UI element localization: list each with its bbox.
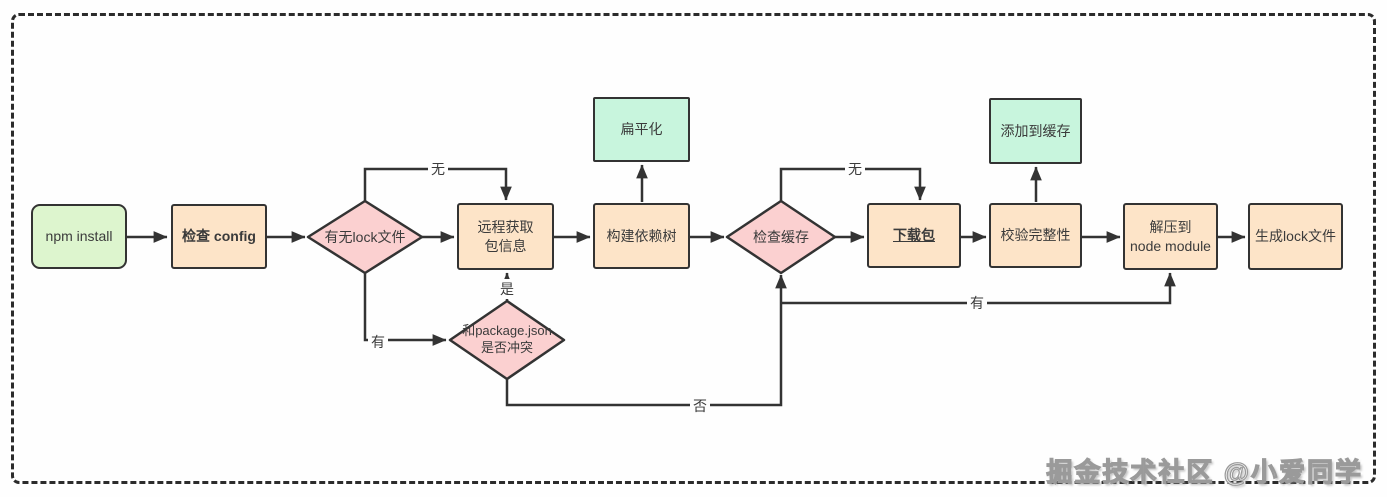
node-flatten: 扁平化 (593, 97, 690, 162)
edge-label-cache-no: 无 (845, 159, 865, 179)
node-download-package: 下载包 (867, 203, 961, 268)
decision-conflict-shape (448, 299, 566, 381)
node-unzip-node-module: 解压到 node module (1123, 203, 1218, 270)
edge-label-cache-yes: 有 (967, 293, 987, 313)
node-add-to-cache: 添加到缓存 (989, 98, 1082, 164)
edge-label-conflict-no: 否 (690, 396, 710, 416)
edge-lock-yes (363, 273, 447, 346)
decision-has-lock-shape (306, 199, 424, 275)
node-build-dep-tree: 构建依赖树 (593, 203, 690, 269)
node-check-config: 检查 config (171, 204, 267, 269)
node-generate-lock-file: 生成lock文件 (1248, 203, 1343, 270)
decision-check-cache-shape (725, 199, 837, 275)
node-fetch-remote: 远程获取 包信息 (457, 203, 554, 270)
edge-cache-yes (781, 272, 1176, 305)
edge-label-lock-yes: 有 (368, 332, 388, 352)
edge-label-conflict-yes: 是 (497, 279, 517, 299)
edge-label-lock-no: 无 (428, 159, 448, 179)
watermark-text: 掘金技术社区 @小爱同学 (1046, 456, 1363, 487)
node-verify-integrity: 校验完整性 (989, 203, 1082, 268)
edge-conflict-no (505, 274, 787, 407)
node-npm-install: npm install (31, 204, 127, 269)
